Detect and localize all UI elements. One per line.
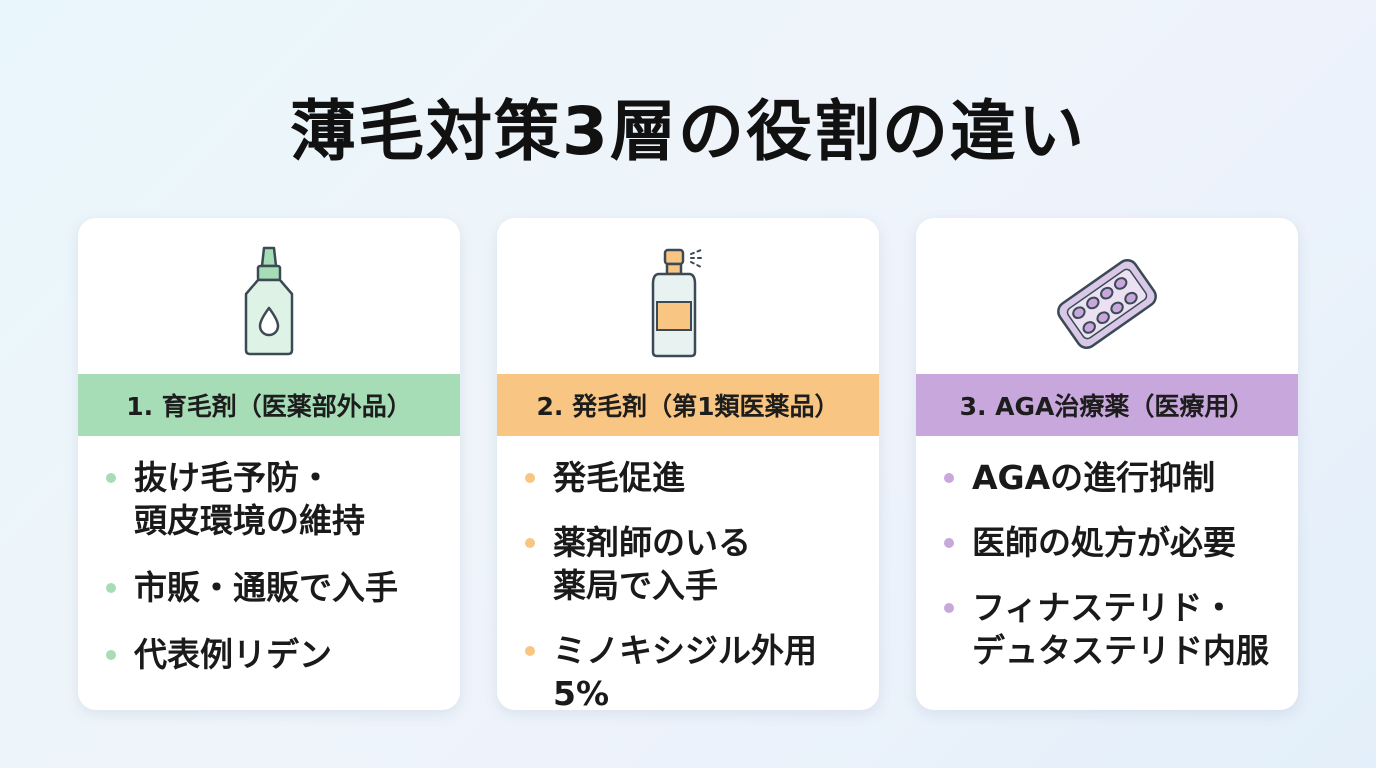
bullet-dot	[106, 583, 116, 593]
bullet-dot	[525, 646, 535, 656]
card-heading: 1. 育毛剤（医薬部外品）	[78, 374, 460, 436]
pill-blister-icon	[916, 244, 1298, 364]
list-item: 医師の処方が必要	[944, 521, 1282, 564]
list-item: ミノキシジル外用5%	[525, 629, 863, 710]
bullet-list: 抜け毛予防・ 頭皮環境の維持 市販・通販で入手 代表例リデン	[106, 456, 444, 700]
card-heading: 3. AGA治療薬（医療用）	[916, 374, 1298, 436]
card-heading: 2. 発毛剤（第1類医薬品）	[497, 374, 879, 436]
spray-bottle-icon	[497, 244, 879, 364]
card-hair-growth-drug: 2. 発毛剤（第1類医薬品） 発毛促進 薬剤師のいる 薬局で入手 ミノキシジル外…	[497, 218, 879, 710]
list-item: 薬剤師のいる 薬局で入手	[525, 521, 863, 607]
bullet-list: AGAの進行抑制 医師の処方が必要 フィナステリド・ デュタステリド内服	[944, 456, 1282, 694]
list-item: 発毛促進	[525, 456, 863, 499]
list-item: フィナステリド・ デュタステリド内服	[944, 586, 1282, 672]
bullet-dot	[944, 473, 954, 483]
bullet-dot	[944, 538, 954, 548]
list-item: 代表例リデン	[106, 633, 444, 676]
card-aga-medication: 3. AGA治療薬（医療用） AGAの進行抑制 医師の処方が必要 フィナステリド…	[916, 218, 1298, 710]
bullet-dot	[525, 538, 535, 548]
list-item: 抜け毛予防・ 頭皮環境の維持	[106, 456, 444, 542]
bullet-dot	[525, 473, 535, 483]
bullet-dot	[106, 650, 116, 660]
list-item: AGAの進行抑制	[944, 456, 1282, 499]
page-title: 薄毛対策3層の役割の違い	[290, 93, 1086, 170]
card-hair-growth-tonic: 1. 育毛剤（医薬部外品） 抜け毛予防・ 頭皮環境の維持 市販・通販で入手 代表…	[78, 218, 460, 710]
bullet-dot	[106, 473, 116, 483]
list-item: 市販・通販で入手	[106, 566, 444, 609]
bullet-list: 発毛促進 薬剤師のいる 薬局で入手 ミノキシジル外用5%	[525, 456, 863, 710]
bullet-dot	[944, 603, 954, 613]
dropper-bottle-icon	[78, 244, 460, 364]
